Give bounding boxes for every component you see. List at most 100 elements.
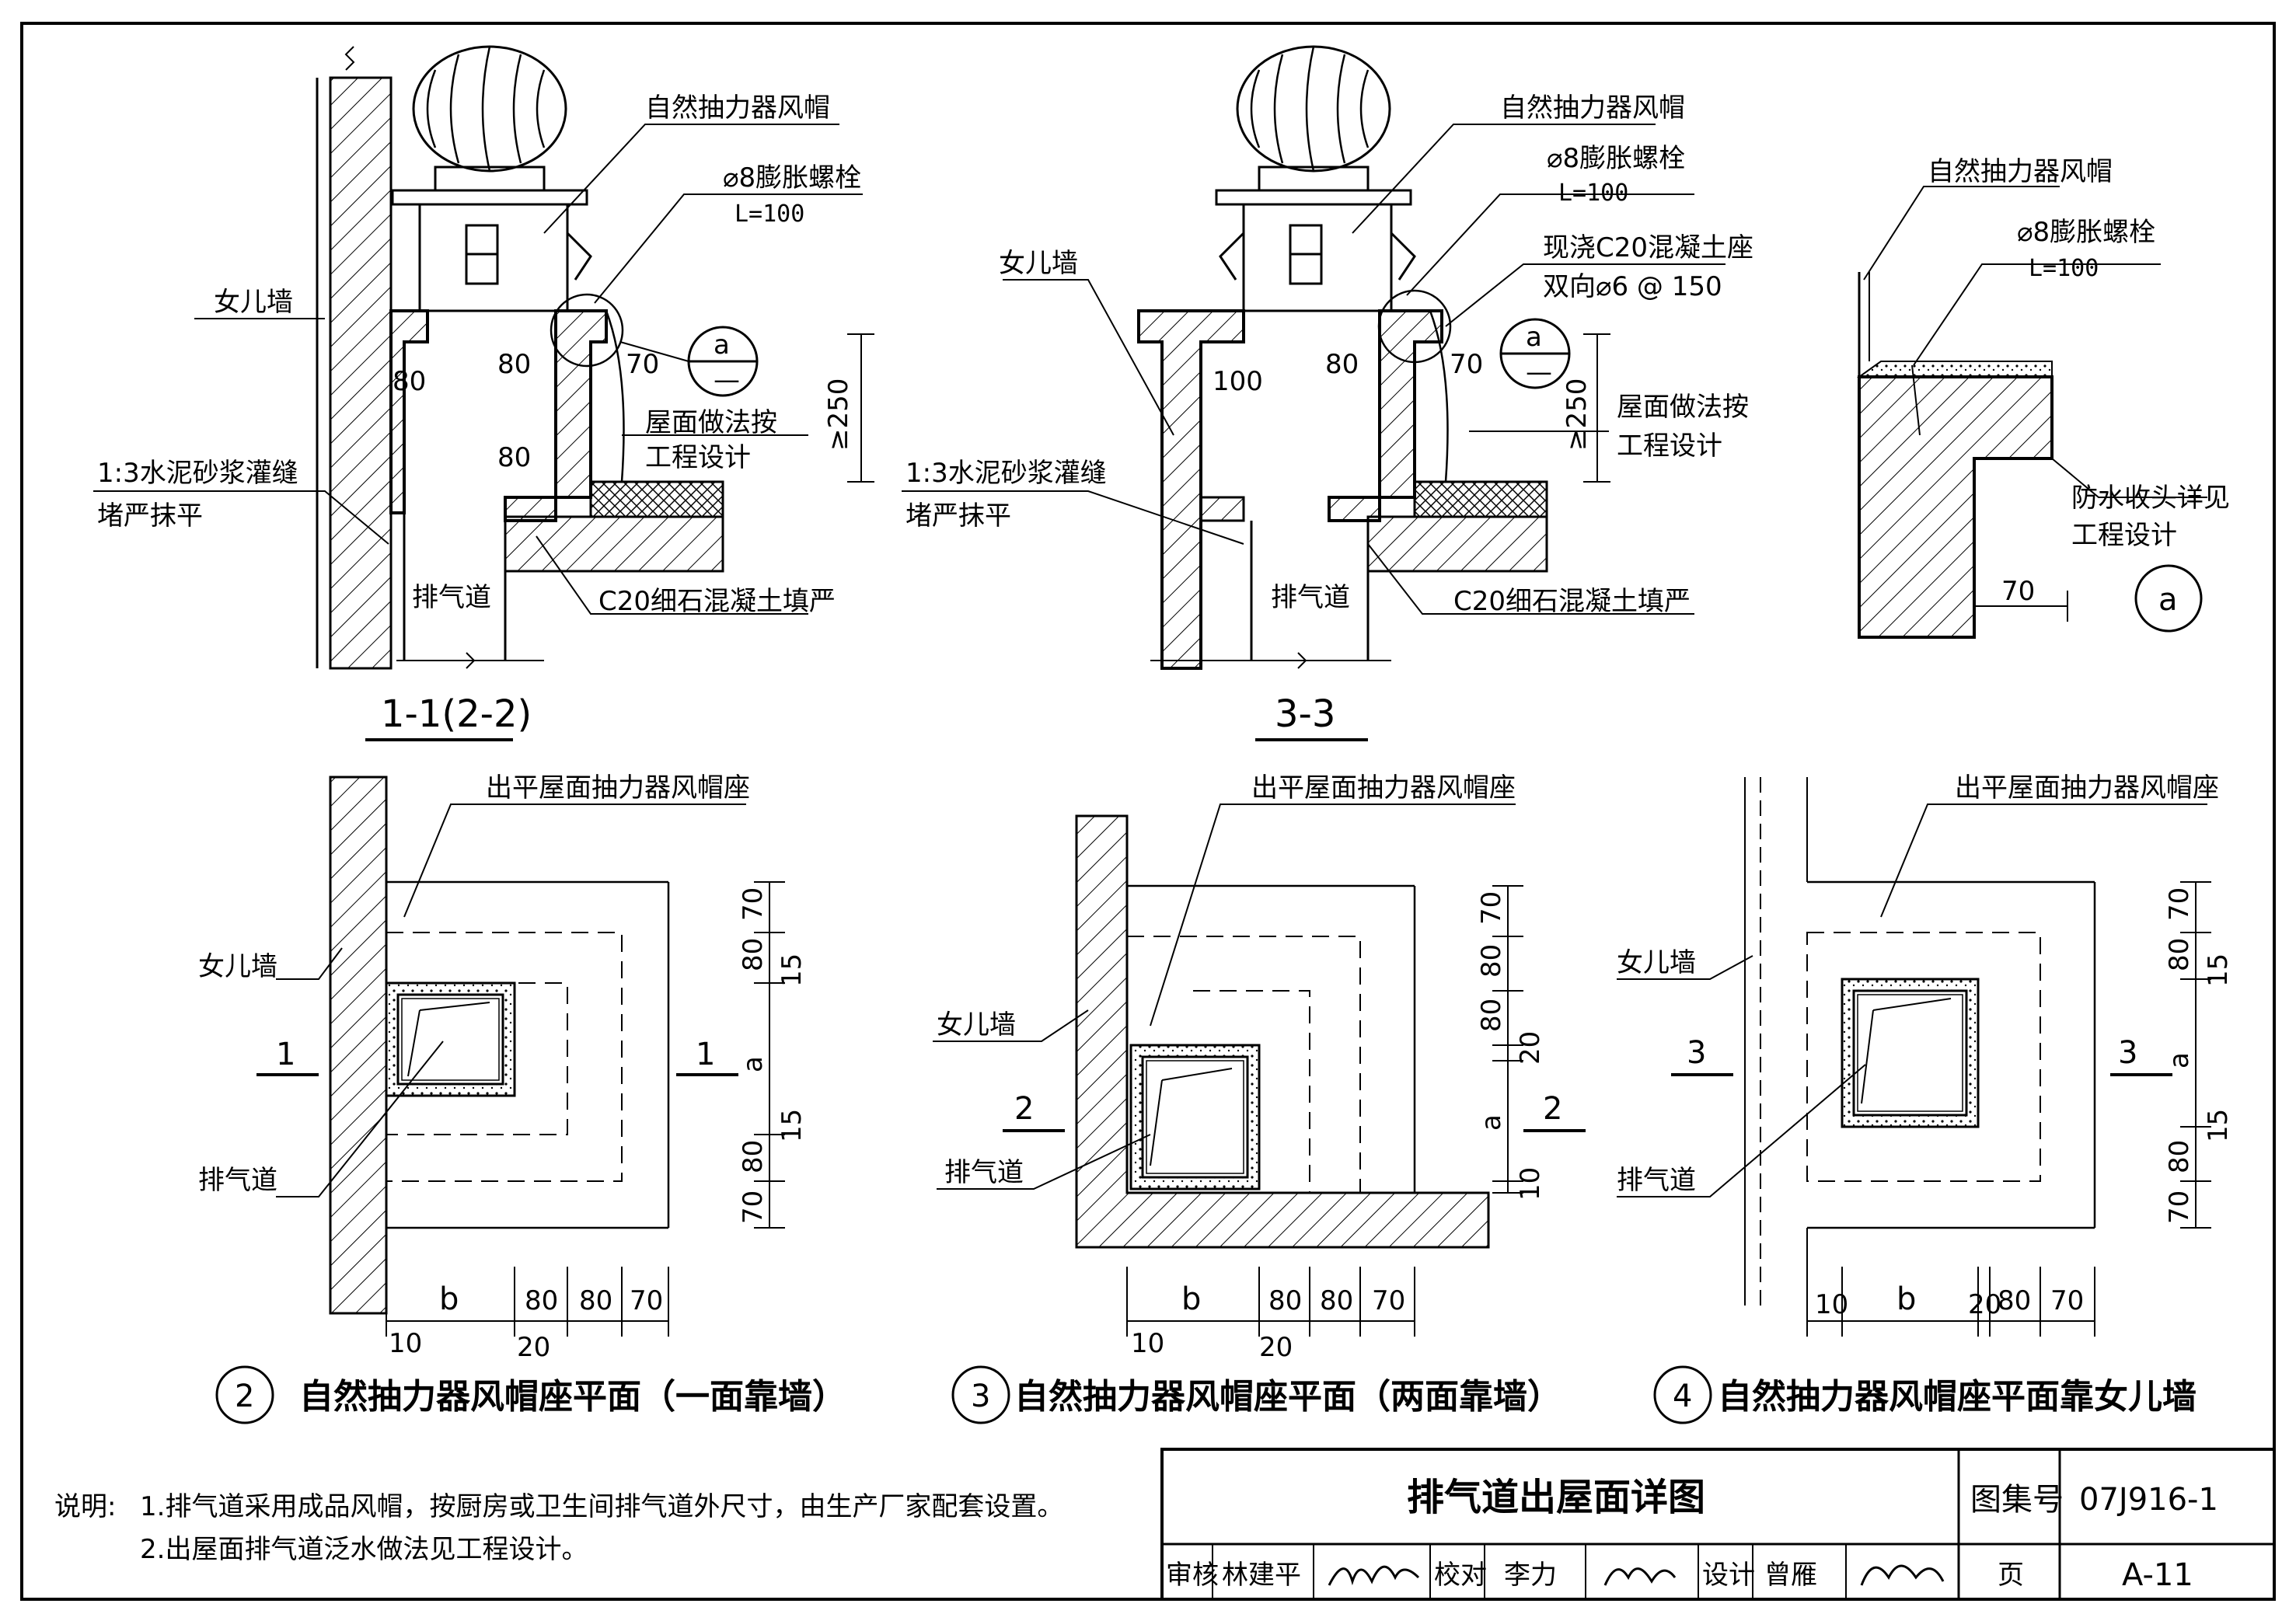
design-label: 设计: [1702, 1560, 1755, 1591]
dim-label: 70: [2164, 887, 2195, 921]
note-1: 1.排气道采用成品风帽，按厨房或卫生间排气道外尺寸，由生产厂家配套设置。: [140, 1491, 1063, 1522]
parapet-wall: [329, 76, 393, 670]
plan-number: 3: [971, 1379, 990, 1414]
section-3-3: a — 100 80 70 ≥250 自然抽力器风帽 ⌀8膨胀螺栓 L=100 …: [902, 45, 1753, 741]
dim-label: 20: [1968, 1289, 2001, 1320]
dim-label: a: [1476, 1114, 1507, 1131]
dim-label: 70: [2164, 1190, 2195, 1224]
detail-a: 自然抽力器风帽 ⌀8膨胀螺栓 L=100 防水收头详见 工程设计 70 a: [1856, 156, 2230, 639]
bolt-length-label: L=100: [2029, 255, 2099, 282]
plan-title: 自然抽力器风帽座平面（两面靠墙）: [1014, 1377, 1561, 1417]
duct-label: 排气道: [1271, 582, 1350, 613]
plan-title: 自然抽力器风帽座平面（一面靠墙）: [299, 1377, 846, 1417]
bolt-length-label: L=100: [735, 200, 804, 228]
dim-label: 20: [1515, 1031, 1546, 1065]
notes-label: 说明:: [54, 1491, 116, 1522]
dim-label: 10: [389, 1328, 422, 1359]
dim-label: 80: [1325, 349, 1359, 380]
dim-label: 10: [1131, 1328, 1164, 1359]
plan-title: 自然抽力器风帽座平面靠女儿墙: [1718, 1377, 2197, 1417]
dim-label: 80: [2164, 1140, 2195, 1173]
concrete-label-2: 双向⌀6 @ 150: [1543, 271, 1722, 302]
grout-label-2: 堵严抹平: [97, 500, 203, 532]
turbine-ventilator-icon: [412, 45, 567, 173]
dim-label: 70: [1372, 1285, 1405, 1316]
signature-reviewer: [1328, 1565, 1420, 1586]
cap-label: 自然抽力器风帽: [645, 92, 830, 124]
signature-designer: [1860, 1564, 1945, 1586]
atlas-label: 图集号: [1970, 1482, 2064, 1518]
concrete-label: 现浇C20混凝土座: [1543, 232, 1753, 263]
dim-250: ≥250: [823, 378, 854, 451]
duct-label: 排气道: [944, 1157, 1024, 1188]
reviewer-name: 林建平: [1222, 1560, 1301, 1591]
seat-label: 出平屋面抽力器风帽座: [486, 772, 750, 804]
parapet-label: 女儿墙: [999, 248, 1078, 279]
detail-label: a: [2158, 582, 2178, 618]
parapet-label: 女儿墙: [214, 287, 293, 318]
cut-mark: 3: [2118, 1035, 2137, 1071]
plan-number: 4: [1673, 1379, 1692, 1414]
bolt-label: ⌀8膨胀螺栓: [723, 162, 861, 193]
roof-label: 屋面做法按: [645, 407, 777, 438]
sheet-border: [20, 22, 2276, 1601]
dim-label: 70: [738, 1190, 769, 1224]
waterproof-label: 防水收头详见: [2071, 483, 2230, 514]
dim-label: 15: [776, 1109, 808, 1142]
dim-label: 70: [738, 887, 769, 921]
dim-label: 80: [1476, 944, 1507, 978]
dim-label: 70: [2050, 1285, 2084, 1316]
dim-label: 15: [776, 953, 808, 987]
designer-name: 曾雁: [1764, 1560, 1817, 1591]
dim-label: 80: [579, 1285, 612, 1316]
grout-label: 1:3水泥砂浆灌缝: [905, 458, 1107, 489]
bolt-length-label: L=100: [1558, 180, 1628, 207]
dim-label: 10: [1515, 1167, 1546, 1201]
plan-number-circle: [215, 1365, 274, 1424]
section-1-1: a — 80 80 80 70 ≥250 自然抽力器风帽 ⌀8膨胀螺栓 L=10…: [93, 45, 874, 741]
dim-label: 80: [1998, 1285, 2031, 1316]
grout-label: 1:3水泥砂浆灌缝: [97, 458, 298, 489]
cut-mark: 2: [1014, 1091, 1034, 1127]
dim-label: 70: [1450, 349, 1483, 380]
cut-mark: 3: [1687, 1035, 1706, 1071]
title-block: 排气道出屋面详图 图集号 07J916-1 审核 林建平 校对 李力 设计 曾雁…: [1160, 1448, 2276, 1601]
duct-label: 排气道: [1617, 1165, 1696, 1196]
dim-250: ≥250: [1561, 378, 1593, 451]
plan-number-circle: [1653, 1365, 1712, 1424]
waterproof-label-2: 工程设计: [2071, 520, 2177, 551]
dim-label: 10: [1815, 1289, 1848, 1320]
bolt-label: ⌀8膨胀螺栓: [2017, 217, 2155, 248]
parapet-wall: [1075, 814, 1490, 1249]
bolt-label: ⌀8膨胀螺栓: [1547, 143, 1685, 174]
parapet-label: 女儿墙: [937, 1009, 1016, 1041]
dim-label: 70: [626, 349, 659, 380]
dim-label: 80: [738, 1140, 769, 1173]
dim-label: b: [1181, 1281, 1201, 1317]
dim-label: a: [738, 1056, 769, 1072]
dim-label: 20: [517, 1332, 550, 1363]
dim-label: 70: [1476, 891, 1507, 925]
parapet-label: 女儿墙: [198, 951, 277, 982]
plan-4: 3 3 出平屋面抽力器风帽座 女儿墙 排气道 70 80 15 a 15 80 …: [1617, 772, 2234, 1424]
detail-ref-label: a: [714, 329, 730, 361]
duct-label: 排气道: [198, 1165, 277, 1196]
dim-label: 80: [1320, 1285, 1353, 1316]
check-label: 校对: [1434, 1560, 1487, 1591]
dim-label: a: [2164, 1052, 2195, 1068]
note-2: 2.出屋面排气道泛水做法见工程设计。: [140, 1534, 588, 1565]
section-title: 3-3: [1275, 692, 1335, 736]
parapet-label: 女儿墙: [1617, 947, 1696, 978]
drawing-title: 排气道出屋面详图: [1407, 1476, 1705, 1519]
plan-2: 1 1 出平屋面抽力器风帽座 女儿墙 排气道 70 80 15 a 15 80 …: [198, 772, 846, 1424]
dim-label: 70: [2001, 576, 2035, 607]
dim-label: b: [1896, 1281, 1916, 1317]
parapet-wall: [329, 776, 388, 1315]
checker-name: 李力: [1504, 1560, 1557, 1591]
svg-text:—: —: [1526, 357, 1552, 388]
dim-label: 15: [2203, 953, 2234, 987]
turbine-ventilator-icon: [1236, 45, 1391, 173]
dim-label: 80: [497, 349, 531, 380]
dim-label: 80: [1268, 1285, 1302, 1316]
dim-label: 70: [630, 1285, 663, 1316]
